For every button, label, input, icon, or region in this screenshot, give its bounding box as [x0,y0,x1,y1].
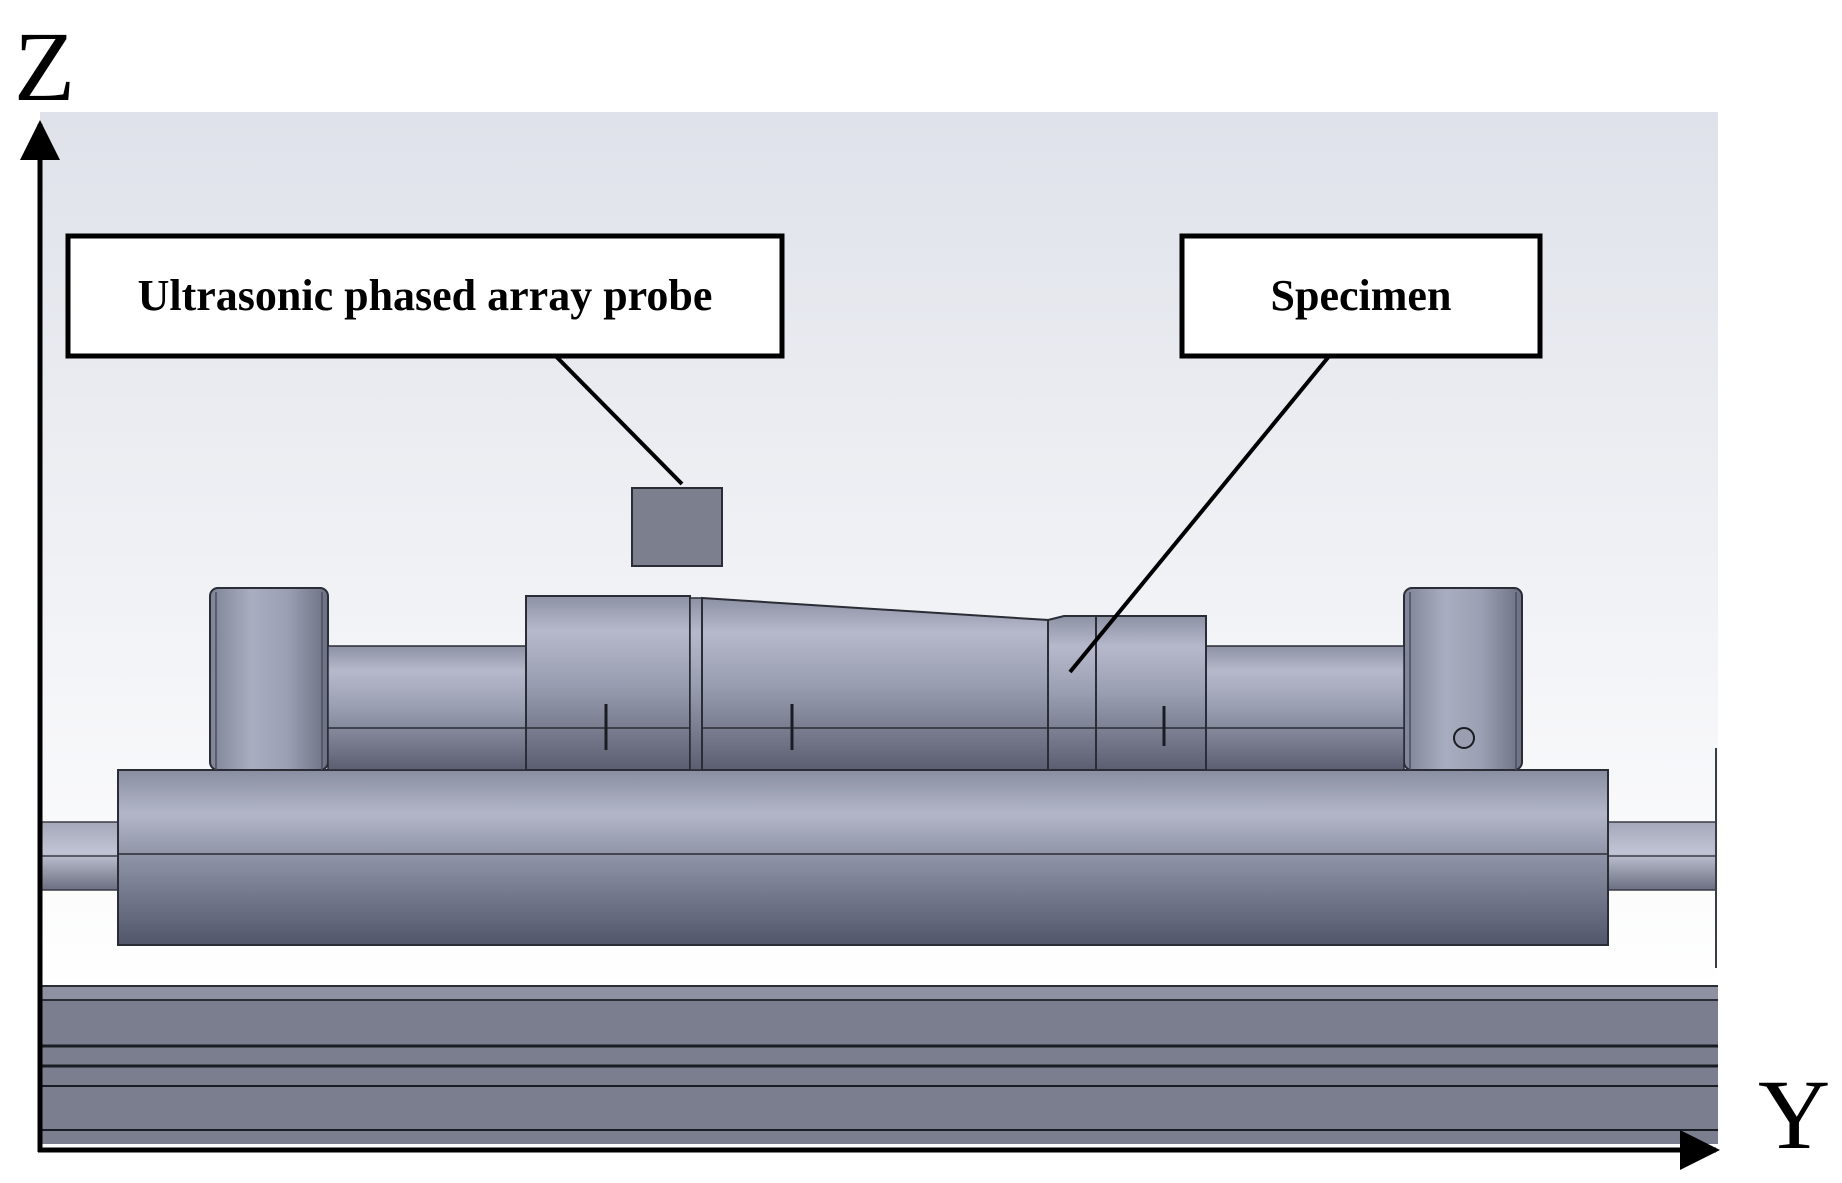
base-cylinder [117,769,1609,946]
y-axis-label: Y [1758,1059,1830,1170]
left-shaft [327,645,527,771]
ultrasonic-probe [631,487,723,567]
probe-callout-text: Ultrasonic phased array probe [138,271,713,320]
left-end-clamp [209,587,329,771]
specimen-callout-box [1179,233,1543,359]
clamp-screw-icon [1453,727,1475,749]
guide-rail [40,985,1718,1144]
tapered-specimen [689,596,1049,771]
specimen-neck [1047,615,1097,771]
left-grip-block [525,595,691,771]
z-axis-label: Z [14,11,75,122]
base-shaft [39,748,1717,968]
probe-callout-box [65,233,785,359]
right-shaft [1205,645,1405,771]
specimen-leader-line [1068,336,1346,674]
right-grip-block [1095,615,1207,771]
specimen-callout-text: Specimen [1271,271,1452,320]
right-end-clamp [1403,587,1523,771]
